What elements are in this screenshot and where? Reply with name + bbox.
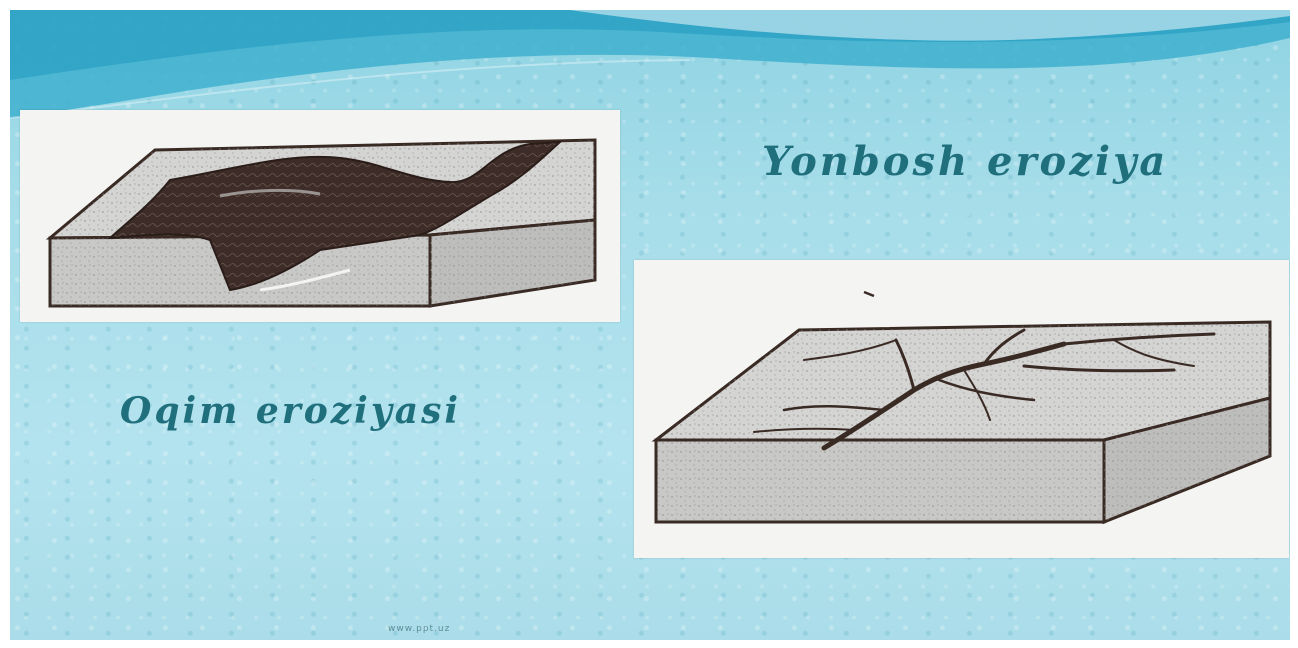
sheet-erosion-illustration: [20, 110, 620, 322]
slide: Yonbosh eroziya Oqim eroziyasi www.ppt.u…: [10, 10, 1290, 640]
footer-watermark: www.ppt.uz: [388, 624, 450, 634]
slope-erosion-caption: Yonbosh eroziya: [762, 138, 1168, 185]
gully-erosion-illustration: [634, 260, 1289, 558]
stream-erosion-caption: Oqim eroziyasi: [120, 390, 461, 432]
